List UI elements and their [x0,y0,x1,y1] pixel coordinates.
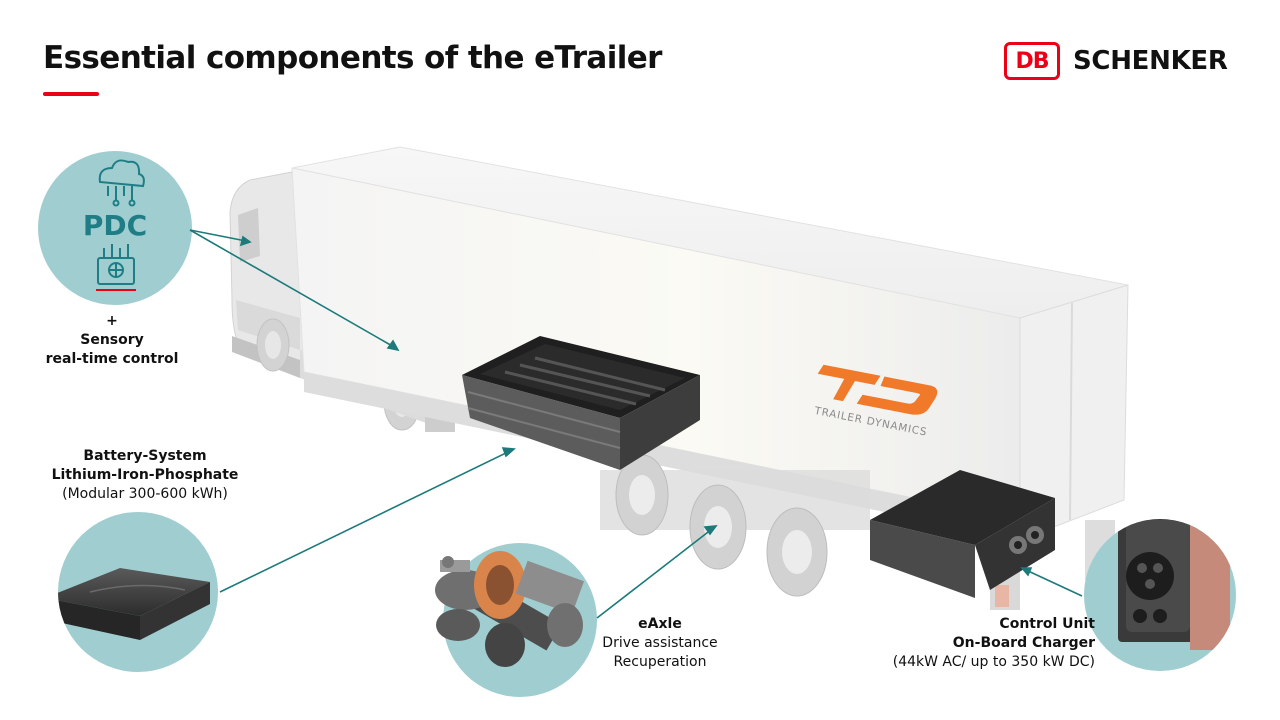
charger-connector [1025,569,1083,597]
processor-globe-icon [96,244,136,291]
charger-label-line1: Control Unit [999,616,1095,632]
battery-label: Battery-System Lithium-Iron-Phosphate (M… [30,447,260,504]
battery-label-line3: (Modular 300-600 kWh) [62,486,228,502]
connector-lines [189,229,1083,619]
arrowhead [703,525,718,536]
eaxle-connector [596,528,713,619]
title-underline [43,92,99,96]
arrowhead [501,447,516,458]
battery-label-line1: Battery-System [83,448,207,464]
arrowhead [386,339,400,352]
charger-label-line3: (44kW AC/ up to 350 kW DC) [892,654,1095,670]
pdc-label-line2: real-time control [45,351,179,367]
battery-pack-module [462,336,700,470]
battery-label-line2: Lithium-Iron-Phosphate [51,467,239,483]
charging-socket-image [1118,519,1230,650]
eaxle-label-line2: Drive assistance [602,635,718,651]
trailer-wheels [600,454,870,597]
control-unit-module [870,470,1055,598]
eaxle-product-image [435,551,585,667]
battery-connector [219,450,511,593]
db-logo-mark: DB [1004,42,1060,80]
arrowhead [1020,567,1033,577]
eaxle-label-line1: eAxle [638,616,682,632]
cloud-network-icon [98,159,145,207]
pdc-connector-trailer [189,229,395,348]
page-title: Essential components of the eTrailer [43,40,662,76]
eaxle-label-line3: Recuperation [613,654,707,670]
arrowhead [239,235,252,247]
brand-name: SCHENKER [1073,46,1228,76]
pdc-text: PDC [83,209,147,242]
pdc-label-line1: Sensory [80,332,144,348]
eaxle-label: eAxle Drive assistance Recuperation [590,615,730,672]
charger-label-line2: On-Board Charger [952,635,1095,651]
pdc-plus: + [106,313,118,329]
battery-product-image [58,568,210,640]
pdc-connector-cab [189,229,247,242]
charger-label: Control Unit On-Board Charger (44kW AC/ … [845,615,1095,672]
db-schenker-logo: DB SCHENKER [1004,41,1228,81]
pdc-label: + Sensory real-time control [32,312,192,369]
pdc-circle [38,151,192,305]
